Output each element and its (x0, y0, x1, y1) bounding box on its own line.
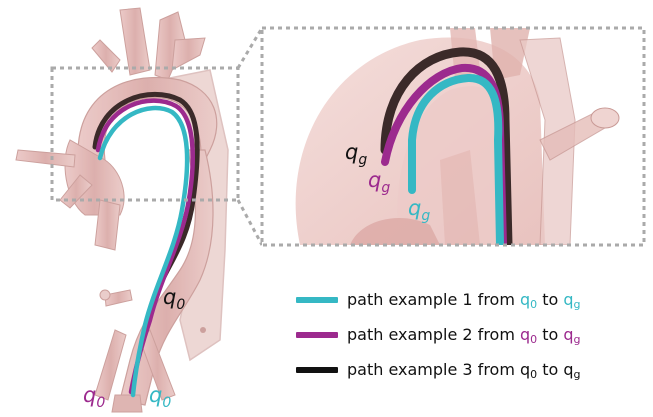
legend-connector: to (537, 360, 563, 379)
legend-swatch-path2 (296, 332, 338, 338)
q-subscript: g (421, 208, 430, 224)
q-symbol: q (163, 285, 176, 309)
q-symbol: q (149, 383, 162, 407)
qg-label-path1: qg (408, 198, 430, 223)
legend-prefix: path example 1 from (347, 290, 520, 309)
legend-row-path2: path example 2 from q0 to qg (296, 321, 581, 349)
legend-connector: to (537, 290, 563, 309)
q-symbol: q (83, 383, 96, 407)
q-subscript: 0 (176, 297, 185, 313)
legend-from-q: q0 (520, 290, 537, 309)
q-symbol: q (368, 168, 381, 192)
legend-from-q: q0 (520, 360, 537, 379)
legend-to-q: qg (563, 360, 580, 379)
q0-label-start: q0 (163, 287, 185, 312)
q0-label-path2: q0 (83, 385, 105, 410)
q-subscript: 0 (162, 395, 171, 411)
legend-text-path1: path example 1 from q0 to qg (347, 290, 581, 311)
legend-row-path1: path example 1 from q0 to qg (296, 286, 581, 314)
legend-text-path3: path example 3 from q0 to qg (347, 360, 581, 381)
zoom-connector-top (238, 28, 262, 68)
q0-label-path1: q0 (149, 385, 171, 410)
legend-to-q: qg (563, 290, 580, 309)
legend-connector: to (537, 325, 563, 344)
q-symbol: q (345, 140, 358, 164)
q-symbol: q (408, 196, 421, 220)
qg-label-path2: qg (368, 170, 390, 195)
q-subscript: 0 (96, 395, 105, 411)
qg-label-path3: qg (345, 142, 367, 167)
legend-swatch-path1 (296, 297, 338, 303)
legend-row-path3: path example 3 from q0 to qg (296, 356, 581, 384)
legend-prefix: path example 3 from (347, 360, 520, 379)
q-subscript: g (381, 180, 390, 196)
legend-prefix: path example 2 from (347, 325, 520, 344)
legend-text-path2: path example 2 from q0 to qg (347, 325, 581, 346)
zoom-panel (262, 28, 644, 245)
legend-swatch-path3 (296, 367, 338, 373)
legend-from-q: q0 (520, 325, 537, 344)
q-subscript: g (358, 152, 367, 168)
legend-to-q: qg (563, 325, 580, 344)
zoom-connector-bottom (238, 200, 262, 245)
